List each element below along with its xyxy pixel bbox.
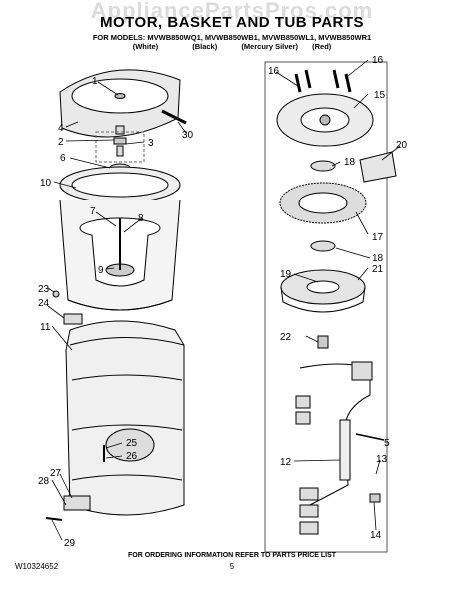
color-black: (Black) [192, 42, 218, 51]
callout-26: 26 [126, 451, 138, 462]
callout-4: 4 [58, 123, 64, 134]
tub-bracket [63, 313, 83, 325]
drive-support [276, 93, 374, 147]
callout-29: 29 [64, 538, 76, 549]
callout-10: 10 [40, 178, 52, 189]
color-red: (Red) [312, 42, 332, 51]
page-number: 5 [229, 562, 235, 571]
model-numbers: FOR MODELS: MVWB850WQ1, MVWB850WB1, MVWB… [92, 33, 372, 42]
hub-stack [95, 125, 145, 163]
color-mercury-silver: (Mercury Silver) [241, 42, 299, 51]
callout-22: 22 [280, 332, 292, 343]
callout-14: 14 [370, 530, 382, 541]
callout-24: 24 [38, 298, 50, 309]
callout-17: 17 [372, 232, 384, 243]
callout-6: 6 [60, 153, 66, 164]
color-white: (White) [132, 42, 159, 51]
callout-5: 5 [384, 438, 390, 449]
support-screws [294, 69, 352, 93]
ordering-note: FOR ORDERING INFORMATION REFER TO PARTS … [127, 552, 337, 559]
watermark: AppliancePartsPros.com [90, 0, 374, 23]
callout-27: 27 [50, 468, 62, 479]
callout-16-right: 16 [372, 55, 384, 66]
right-box [264, 61, 388, 553]
harness-wire-5 [355, 433, 385, 441]
tub-screw [52, 290, 60, 298]
outer-tub [65, 320, 185, 516]
callout-3: 3 [148, 138, 154, 149]
callout-16-left: 16 [268, 66, 280, 77]
callout-18-bottom: 18 [372, 253, 384, 264]
pump-screw [45, 517, 63, 521]
wire-harness [295, 361, 381, 535]
callout-labels: 1 2 3 4 5 6 7 8 9 10 11 12 13 14 15 16 1… [38, 55, 408, 549]
leader-lines [47, 59, 401, 541]
rod [161, 109, 187, 125]
model-colors: (White) (Black) (Mercury Silver) (Red) [0, 42, 464, 51]
callout-9: 9 [98, 265, 104, 276]
rotor [280, 269, 366, 313]
callout-18-top: 18 [344, 157, 356, 168]
stator [279, 182, 367, 224]
callout-7: 7 [90, 206, 96, 217]
wash-basket [59, 166, 181, 311]
pump [63, 495, 91, 511]
document-number: W10324652 [15, 562, 59, 571]
callout-25: 25 [126, 438, 138, 449]
callout-23: 23 [38, 284, 50, 295]
page-title: MOTOR, BASKET AND TUB PARTS [99, 14, 365, 31]
callout-19: 19 [280, 269, 292, 280]
callout-28: 28 [38, 476, 50, 487]
callout-2: 2 [58, 137, 64, 148]
model-list: FOR MODELS: MVWB850WQ1, MVWB850WB1, MVWB… [0, 33, 464, 51]
callout-15: 15 [374, 90, 386, 101]
callout-1: 1 [92, 76, 98, 87]
callout-21: 21 [372, 264, 384, 275]
bearing-bottom [310, 240, 336, 252]
callout-11: 11 [40, 322, 51, 333]
callout-30: 30 [182, 130, 194, 141]
callout-20: 20 [396, 140, 408, 151]
callout-8: 8 [138, 213, 144, 224]
bearing-top [310, 160, 336, 172]
callout-12: 12 [280, 457, 292, 468]
callout-13: 13 [376, 454, 388, 465]
rotor-bolt [317, 335, 329, 349]
sensor [359, 151, 397, 183]
